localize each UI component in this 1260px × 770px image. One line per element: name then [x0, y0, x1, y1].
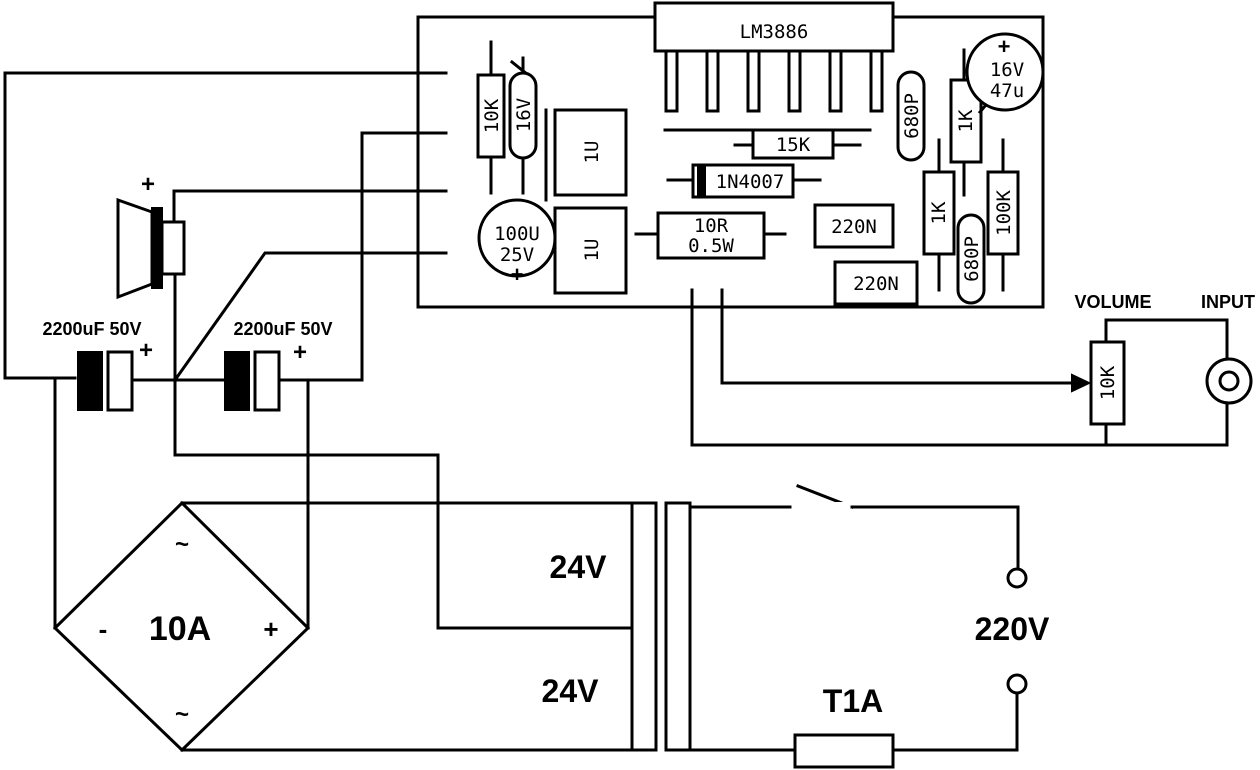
- svg-text:100U: 100U: [494, 223, 540, 245]
- wire-volume-top: [1104, 318, 1229, 362]
- svg-text:-: -: [99, 614, 108, 644]
- svg-text:2200uF 50V: 2200uF 50V: [42, 319, 141, 339]
- svg-text:+: +: [511, 262, 524, 287]
- resistor-10k: 10K: [476, 40, 506, 195]
- resistor-15k: 15K: [663, 128, 872, 160]
- fuse-t1a: T1A: [793, 683, 895, 769]
- svg-text:2200uF 50V: 2200uF 50V: [233, 319, 332, 339]
- wire-input-signal: [720, 288, 1080, 385]
- lm3886-chip: LM3886: [653, 1, 895, 113]
- volume-pot: 10K: [1089, 340, 1126, 447]
- bridge-rectifier: 10A - + ~ ~: [52, 500, 311, 753]
- transformer: 24V 24V: [542, 501, 692, 752]
- wire-speaker-minus: [173, 272, 634, 630]
- svg-text:1K: 1K: [928, 201, 950, 224]
- svg-text:15K: 15K: [776, 134, 811, 156]
- svg-text:16V: 16V: [513, 98, 535, 132]
- svg-text:~: ~: [175, 531, 189, 558]
- svg-text:16V: 16V: [990, 59, 1024, 81]
- speaker: +: [116, 171, 186, 300]
- capacitor-2200uf-right: 2200uF 50V +: [224, 319, 333, 412]
- svg-text:T1A: T1A: [823, 683, 883, 719]
- wire-input-ground: [690, 288, 1229, 447]
- capacitor-47u: + 16V 47u: [965, 32, 1045, 115]
- power-switch: [688, 484, 1020, 572]
- svg-text:+: +: [141, 171, 155, 198]
- svg-text:1N4007: 1N4007: [716, 171, 785, 193]
- mains-terminal-top: [1006, 567, 1028, 589]
- svg-text:680P: 680P: [961, 236, 983, 282]
- capacitor-220n-a: 220N: [813, 203, 895, 249]
- wire-pad4: [172, 251, 448, 383]
- capacitor-1u-bottom: 1U: [553, 206, 628, 295]
- svg-text:+: +: [998, 34, 1011, 59]
- diode-1n4007: 1N4007: [666, 163, 822, 199]
- resistor-1k-bottom: 1K: [922, 138, 956, 292]
- svg-text:220N: 220N: [831, 216, 877, 238]
- svg-text:24V: 24V: [542, 673, 600, 709]
- mains-voltage-label: 220V: [975, 611, 1050, 647]
- svg-text:1U: 1U: [581, 239, 603, 262]
- wire-pad3: [172, 189, 448, 224]
- svg-text:10A: 10A: [149, 610, 211, 648]
- svg-text:1U: 1U: [581, 141, 603, 164]
- capacitor-100u: 100U 25V +: [477, 198, 557, 287]
- svg-text:24V: 24V: [550, 549, 608, 585]
- svg-text:0.5W: 0.5W: [688, 235, 734, 257]
- resistor-10r: 10R 0.5W: [634, 211, 787, 260]
- lm3886-label: LM3886: [740, 21, 809, 43]
- svg-text:100K: 100K: [993, 190, 1015, 236]
- wire-primary-fuse: [891, 691, 1019, 752]
- svg-text:680P: 680P: [901, 93, 923, 139]
- svg-text:+: +: [139, 337, 153, 364]
- svg-text:10K: 10K: [1097, 365, 1119, 400]
- capacitor-2200uf-left: 2200uF 50V +: [42, 319, 153, 412]
- capacitor-1u-top: 1U: [553, 108, 628, 197]
- wire-pad2: [276, 131, 448, 382]
- wiper-arrow: [1071, 373, 1092, 393]
- capacitor-680p-top: 680P: [896, 70, 926, 162]
- mains-terminal-bottom: [1006, 673, 1028, 695]
- svg-text:1K: 1K: [955, 109, 977, 132]
- svg-text:47u: 47u: [990, 80, 1024, 102]
- svg-text:+: +: [263, 614, 278, 644]
- capacitor-680p-bottom: 680P: [956, 213, 986, 305]
- input-jack: [1205, 357, 1253, 405]
- capacitor-220n-b: 220N: [833, 260, 919, 306]
- svg-text:10R: 10R: [694, 215, 729, 237]
- svg-text:+: +: [293, 339, 307, 366]
- svg-text:10K: 10K: [481, 98, 503, 133]
- input-label: INPUT: [1201, 292, 1255, 312]
- svg-text:25V: 25V: [500, 244, 534, 266]
- resistor-100k: 100K: [986, 138, 1020, 292]
- svg-text:~: ~: [175, 701, 189, 728]
- svg-text:220N: 220N: [853, 273, 899, 295]
- volume-label: VOLUME: [1074, 292, 1151, 312]
- capacitor-16v: 16V: [508, 56, 538, 195]
- wire-pad1: [3, 71, 448, 380]
